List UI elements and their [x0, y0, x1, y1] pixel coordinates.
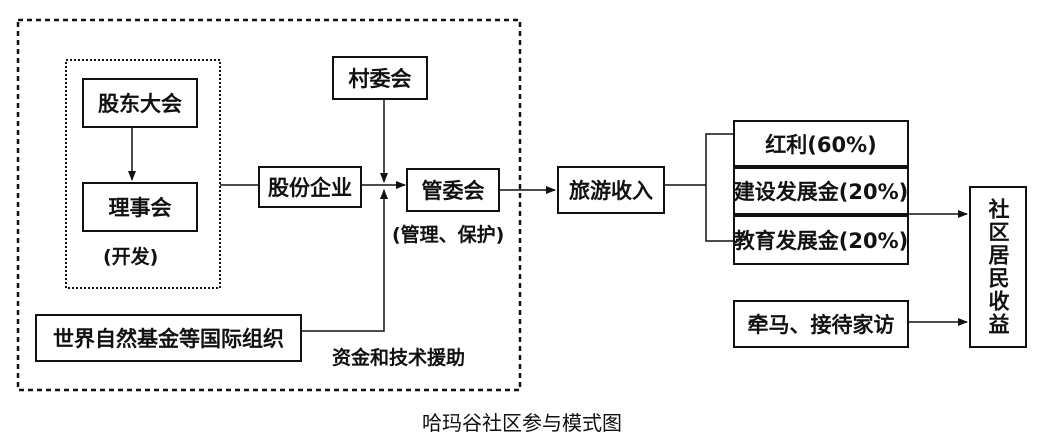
board-box: 理事会: [82, 182, 198, 232]
management-committee-box: 管委会: [406, 168, 500, 212]
resident-income-box: 社区居民收益: [969, 186, 1027, 348]
education-fund-box: 教育发展金(20%): [733, 215, 909, 265]
dividend-box: 红利(60%): [733, 120, 909, 167]
international-org-box: 世界自然基金等国际组织: [35, 314, 302, 362]
aid-label: 资金和技术援助: [332, 347, 466, 369]
wwf-up-arrow: [302, 189, 388, 332]
board-note: (开发): [103, 246, 159, 268]
tourism-income-box: 旅游收入: [557, 166, 665, 214]
construction-fund-box: 建设发展金(20%): [733, 167, 909, 215]
distribution-bracket: [705, 133, 733, 242]
committee-note: (管理、保护): [392, 224, 505, 246]
horse-homestay-box: 牵马、接待家访: [733, 300, 909, 348]
joint-stock-box: 股份企业: [258, 166, 362, 208]
shareholders-box: 股东大会: [82, 78, 198, 128]
figure-caption: 哈玛谷社区参与模式图: [422, 411, 622, 435]
outer-dashed-frame: [16, 18, 522, 392]
inner-dotted-frame: [65, 59, 221, 289]
village-committee-box: 村委会: [332, 56, 428, 100]
